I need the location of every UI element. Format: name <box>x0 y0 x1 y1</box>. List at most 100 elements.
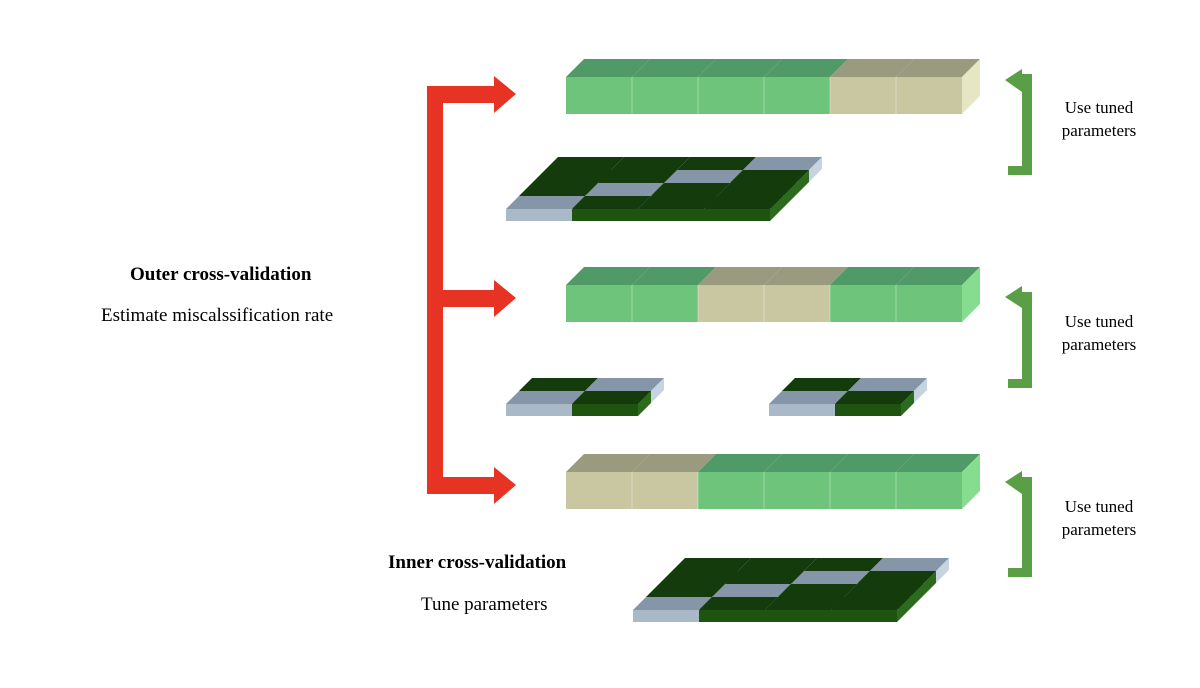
outer-fold-bars <box>566 59 980 509</box>
outer-cell-test <box>830 77 896 114</box>
inner-val-cell <box>769 404 835 416</box>
inner-train-cell-top <box>699 597 778 610</box>
inner-layer-side <box>809 157 822 182</box>
inner-train-cell-top <box>611 157 690 170</box>
inner-train-cell-top <box>519 183 598 196</box>
inner-val-cell-top <box>791 571 870 584</box>
outer-cv-subtitle: Estimate miscalssification rate <box>101 305 334 326</box>
outer-cell-train <box>764 77 830 114</box>
outer-cv-title: Outer cross-validation <box>130 264 312 285</box>
outer-cell-test <box>896 77 962 114</box>
outer-cell-top-test <box>632 454 716 472</box>
outer-cell-train <box>764 472 830 509</box>
outer-cell-top-train <box>830 267 914 285</box>
side-bracket-3-head <box>1005 471 1022 494</box>
inner-train-cell-top <box>857 571 936 584</box>
side-label-2-line2: parameters <box>1061 335 1137 354</box>
outer-fold-bar-2 <box>566 267 980 322</box>
inner-layer-side <box>638 391 651 416</box>
inner-train-cell <box>699 610 765 622</box>
outer-cell-top-test <box>830 59 914 77</box>
inner-train-cell-top <box>717 183 796 196</box>
inner-layer-side <box>923 571 936 596</box>
outer-cell-top-train <box>896 454 980 472</box>
side-bracket-2-head <box>1005 286 1022 308</box>
inner-layer-side <box>914 378 927 403</box>
inner-train-cell-top <box>572 196 651 209</box>
outer-bar-side <box>962 267 980 322</box>
inner-train-cell-top <box>572 391 651 404</box>
side-bracket-1 <box>1008 74 1032 175</box>
inner-layer-side <box>651 378 664 403</box>
inner-val-cell-top <box>848 378 927 391</box>
outer-cell-train <box>632 285 698 322</box>
outer-cell-train <box>896 285 962 322</box>
outer-cell-top-train <box>566 59 650 77</box>
inner-train-cell-top <box>831 597 910 610</box>
inner-val-cell <box>506 209 572 221</box>
outer-fold-bar-1 <box>566 59 980 114</box>
outer-cell-train <box>698 472 764 509</box>
outer-cell-train <box>896 472 962 509</box>
outer-cell-top-train <box>566 267 650 285</box>
outer-cell-top-train <box>896 267 980 285</box>
outer-cell-train <box>632 77 698 114</box>
outer-cell-test <box>566 472 632 509</box>
inner-train-cell-top <box>804 558 883 571</box>
inner-layer-side <box>770 196 783 221</box>
side-brackets <box>1005 69 1032 577</box>
inner-val-cell-top <box>506 196 585 209</box>
inner-layer-side <box>897 597 910 622</box>
side-label-1: Use tuned parameters <box>1044 96 1154 142</box>
inner-layer-side <box>901 391 914 416</box>
inner-train-cell-top <box>844 584 923 597</box>
inner-train-cell-top <box>519 378 598 391</box>
side-bracket-2 <box>1008 292 1032 388</box>
side-label-2-line1: Use tuned <box>1064 312 1134 331</box>
inner-val-cell-top <box>712 584 791 597</box>
side-label-3: Use tuned parameters <box>1044 495 1154 541</box>
inner-fold-stack-2 <box>506 378 664 416</box>
inner-fold-stack-1 <box>506 157 822 221</box>
outer-cell-top-train <box>632 59 716 77</box>
inner-train-cell <box>835 404 901 416</box>
outer-cell-test <box>698 285 764 322</box>
outer-cell-top-train <box>764 59 848 77</box>
outer-arrow-shape <box>427 76 516 504</box>
outer-cell-train <box>830 285 896 322</box>
inner-train-cell-top <box>646 584 725 597</box>
outer-bar-side <box>962 59 980 114</box>
inner-train-cell-top <box>677 157 756 170</box>
side-label-1-line2: parameters <box>1061 121 1137 140</box>
outer-cell-top-train <box>632 267 716 285</box>
side-label-3-line2: parameters <box>1061 520 1137 539</box>
inner-train-cell <box>704 209 770 221</box>
inner-fold-stack-3 <box>769 378 927 416</box>
inner-val-cell-top <box>585 183 664 196</box>
outer-cell-train <box>830 472 896 509</box>
inner-train-cell <box>765 610 831 622</box>
inner-cv-title: Inner cross-validation <box>388 552 567 573</box>
inner-layer-side <box>936 558 949 583</box>
inner-train-cell-top <box>725 571 804 584</box>
inner-train-cell-top <box>778 584 857 597</box>
side-bracket-1-head <box>1005 69 1022 92</box>
outer-cell-top-test <box>566 454 650 472</box>
side-label-3-line1: Use tuned <box>1064 497 1134 516</box>
inner-layer-side <box>796 170 809 195</box>
inner-layer-side <box>783 183 796 208</box>
inner-train-cell-top <box>835 391 914 404</box>
inner-train-cell <box>638 209 704 221</box>
inner-val-cell <box>506 404 572 416</box>
outer-fold-bar-3 <box>566 454 980 509</box>
inner-train-cell <box>572 209 638 221</box>
inner-train-cell-top <box>651 183 730 196</box>
side-label-2: Use tuned parameters <box>1044 310 1154 356</box>
inner-train-cell-top <box>672 558 751 571</box>
outer-arrow <box>427 76 516 504</box>
outer-cell-top-train <box>830 454 914 472</box>
inner-val-cell-top <box>664 170 743 183</box>
outer-cell-test <box>764 285 830 322</box>
inner-train-cell-top <box>765 597 844 610</box>
